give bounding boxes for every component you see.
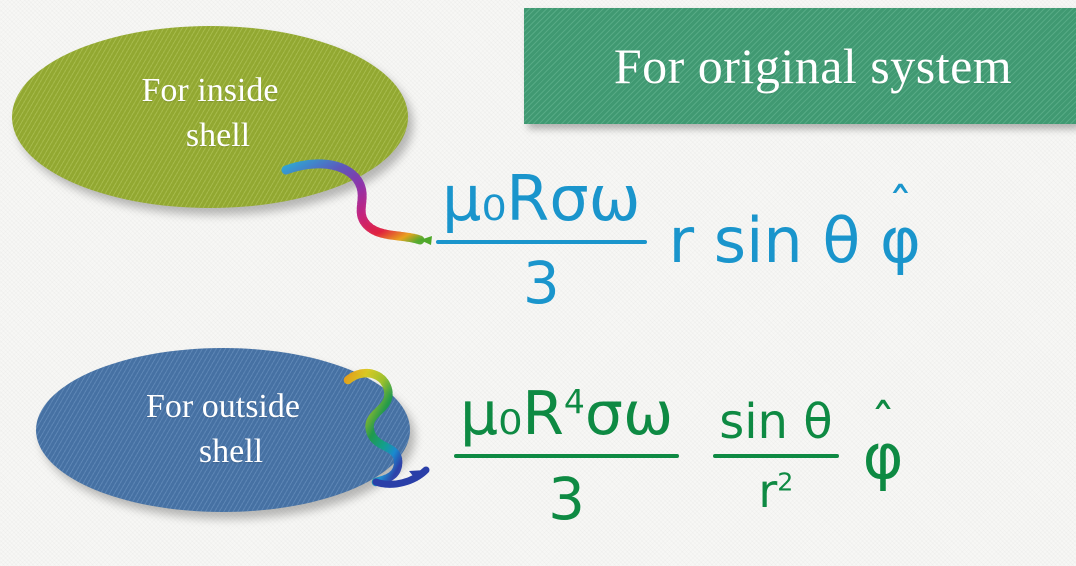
outside-unit-vector: ˆ φ xyxy=(862,398,904,493)
outside-shell-formula: μ₀R4σω 3 sin θ r2 ˆ φ xyxy=(454,384,904,528)
outside-fraction-bar xyxy=(454,454,680,458)
inside-unit-vector: ˆ φ xyxy=(879,182,921,277)
banner-title: For original system xyxy=(613,37,1013,94)
outside-second-denominator-base: r xyxy=(758,464,778,518)
outside-unit-vector-hat-icon: ˆ xyxy=(870,393,896,452)
outside-second-numerator: sin θ xyxy=(719,394,833,450)
outside-second-denominator: r2 xyxy=(758,464,793,514)
inside-fraction-bar xyxy=(436,240,647,244)
outside-numerator-rest: σω xyxy=(584,379,674,449)
callout-outside-shell-line2: shell xyxy=(198,433,264,470)
inside-tail-text: r sin θ xyxy=(668,203,861,277)
connector-outside-icon xyxy=(340,366,480,496)
outside-unit-vector-symbol: φ xyxy=(862,419,904,493)
callout-inside-shell: For inside shell xyxy=(12,26,408,208)
outside-second-fraction: sin θ r2 xyxy=(713,394,839,514)
callout-inside-shell-line2: shell xyxy=(185,117,251,154)
outside-fraction: μ₀R4σω 3 xyxy=(454,384,680,533)
outside-second-fraction-bar xyxy=(713,454,839,458)
inside-unit-vector-symbol: φ xyxy=(879,203,921,277)
banner-original-system: For original system xyxy=(524,8,1076,124)
callout-inside-shell-line1: For inside xyxy=(141,72,279,110)
outside-numerator-base: μ₀R xyxy=(460,379,564,449)
outside-denominator: 3 xyxy=(548,465,586,533)
connector-inside-icon xyxy=(280,148,450,258)
inside-numerator: μ₀Rσω xyxy=(442,162,641,235)
callout-outside-shell-line1: For outside xyxy=(146,388,300,426)
inside-unit-vector-hat-icon: ˆ xyxy=(888,177,913,236)
outside-numerator-exponent: 4 xyxy=(563,382,585,421)
inside-fraction: μ₀Rσω 3 xyxy=(436,168,647,312)
inside-shell-formula: μ₀Rσω 3 r sin θ ˆ φ xyxy=(436,168,921,312)
inside-tail-expression: r sin θ ˆ φ xyxy=(668,182,921,277)
callout-outside-shell: For outside shell xyxy=(36,348,410,512)
outside-tail-expression: ˆ φ xyxy=(862,398,904,493)
inside-denominator: 3 xyxy=(522,249,560,317)
outside-second-denominator-exponent: 2 xyxy=(777,467,794,497)
outside-numerator: μ₀R4σω xyxy=(454,384,679,452)
